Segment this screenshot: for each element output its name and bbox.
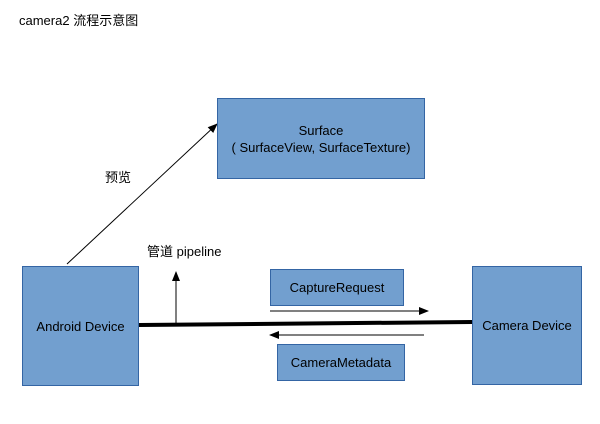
pipeline-line [138,320,473,327]
preview-edge-label: 预览 [105,170,132,185]
pipeline-edge-label: 管道 pipeline [147,244,222,259]
surface-title: Surface [298,122,344,138]
preview-arrow [66,123,218,265]
capture-request-label: CaptureRequest [289,280,385,295]
camera-metadata-node: CameraMetadata [277,344,405,381]
android-device-node: Android Device [22,266,139,386]
camera-metadata-label: CameraMetadata [290,355,392,370]
camera-device-node: Camera Device [472,266,582,385]
capture-request-node: CaptureRequest [270,269,404,306]
surface-subtitle: ( SurfaceView, SurfaceTexture) [231,139,411,155]
diagram-title: camera2 流程示意图 [19,13,139,28]
surface-node: Surface ( SurfaceView, SurfaceTexture) [217,98,425,179]
camera-device-label: Camera Device [482,318,572,333]
android-device-label: Android Device [36,318,125,334]
